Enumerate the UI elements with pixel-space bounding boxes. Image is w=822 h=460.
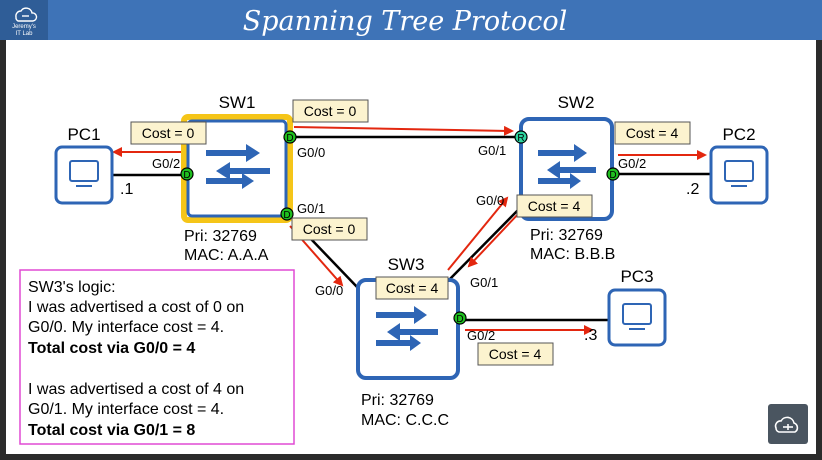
sw1-mac: MAC: A.A.A bbox=[184, 247, 269, 264]
svg-text:Cost = 4: Cost = 4 bbox=[626, 125, 679, 141]
svg-text:D: D bbox=[456, 314, 463, 325]
sw3-priority: Pri: 32769 bbox=[361, 392, 434, 409]
monitor-icon bbox=[69, 160, 99, 187]
port-dot-sw3-g0-2: D bbox=[453, 311, 467, 325]
svg-text:Cost = 4: Cost = 4 bbox=[528, 198, 581, 214]
logic-line2: G0/0. My interface cost = 4. bbox=[28, 319, 224, 336]
page-title: Spanning Tree Protocol bbox=[243, 6, 567, 37]
monitor-icon bbox=[622, 303, 652, 330]
cost-label-sw1-pc1: Cost = 0 bbox=[130, 121, 207, 145]
port-label: G0/1 bbox=[478, 143, 506, 158]
port-dot-sw2-g0-1: R bbox=[514, 130, 528, 144]
switch-sw3[interactable] bbox=[356, 278, 460, 380]
svg-text:R: R bbox=[517, 133, 524, 144]
sw1-name: SW1 bbox=[219, 93, 256, 112]
svg-text:Cost = 4: Cost = 4 bbox=[386, 280, 439, 296]
monitor-icon bbox=[724, 160, 754, 187]
logic-total1: Total cost via G0/0 = 4 bbox=[28, 340, 195, 357]
pc1-address: .1 bbox=[120, 181, 133, 198]
port-label: G0/2 bbox=[618, 156, 646, 171]
arrow-sw1-sw2 bbox=[293, 125, 514, 136]
cost-label-sw2-sw3: Cost = 4 bbox=[516, 194, 593, 218]
port-label: G0/2 bbox=[152, 156, 180, 171]
corner-logo bbox=[768, 404, 808, 444]
cost-labels: Cost = 0 Cost = 0 Cost = 0 Cost = 4 Cost… bbox=[130, 99, 691, 366]
title-bar bbox=[0, 0, 822, 40]
arrow-sw2-sw3 bbox=[467, 211, 521, 268]
port-label: G0/0 bbox=[476, 193, 504, 208]
logic-line1: I was advertised a cost of 0 on bbox=[28, 299, 244, 316]
sw3-name: SW3 bbox=[388, 255, 425, 274]
pc3[interactable] bbox=[607, 288, 667, 347]
switch-arrows-icon bbox=[206, 144, 270, 189]
cloud-network-icon bbox=[774, 416, 799, 433]
cost-label-sw1-sw2: Cost = 0 bbox=[292, 99, 369, 123]
links bbox=[105, 135, 711, 322]
port-label: G0/2 bbox=[467, 328, 495, 343]
svg-text:Cost = 0: Cost = 0 bbox=[303, 221, 356, 237]
port-label: G0/1 bbox=[470, 275, 498, 290]
arrow-sw3-sw2 bbox=[447, 196, 509, 271]
port-label: G0/0 bbox=[315, 283, 343, 298]
link-sw2-sw3 bbox=[446, 204, 524, 283]
logo-line2: IT Lab bbox=[16, 31, 34, 37]
svg-text:D: D bbox=[286, 133, 293, 144]
cost-label-sw3-pc3: Cost = 4 bbox=[477, 342, 554, 366]
pc2-name: PC2 bbox=[722, 125, 755, 144]
cost-label-sw3-g0-1: Cost = 4 bbox=[375, 276, 449, 300]
sw2-name: SW2 bbox=[558, 93, 595, 112]
port-labels: G0/2 G0/0 G0/1 G0/1 G0/2 G0/0 G0/0 G0/1 … bbox=[152, 143, 646, 343]
port-label: G0/1 bbox=[297, 201, 325, 216]
logic-line4: G0/1. My interface cost = 4. bbox=[28, 401, 224, 418]
pc3-name: PC3 bbox=[620, 267, 653, 286]
port-roles: D D D R D D bbox=[180, 130, 620, 325]
sw3-mac: MAC: C.C.C bbox=[361, 412, 449, 429]
pc3-address: .3 bbox=[584, 327, 597, 344]
svg-text:Cost = 0: Cost = 0 bbox=[142, 125, 195, 141]
logic-total2: Total cost via G0/1 = 8 bbox=[28, 422, 195, 439]
cost-label-sw2-pc2: Cost = 4 bbox=[614, 121, 691, 145]
svg-text:Cost = 4: Cost = 4 bbox=[489, 346, 542, 362]
logic-heading: SW3's logic: bbox=[28, 279, 116, 296]
logo-line1: Jeremy's bbox=[12, 24, 36, 30]
port-dot-sw1-g0-0: D bbox=[283, 130, 297, 144]
switch-arrows-icon bbox=[538, 144, 596, 189]
svg-text:D: D bbox=[609, 170, 616, 181]
logo-box bbox=[0, 0, 48, 40]
sw2-priority: Pri: 32769 bbox=[530, 227, 603, 244]
svg-text:D: D bbox=[283, 210, 290, 221]
switch-arrows-icon bbox=[376, 306, 438, 351]
pc1[interactable] bbox=[54, 145, 114, 205]
port-dot-sw2-g0-2: D bbox=[606, 167, 620, 181]
pc2[interactable] bbox=[709, 145, 769, 205]
svg-text:D: D bbox=[183, 170, 190, 181]
pc1-name: PC1 bbox=[67, 125, 100, 144]
sw2-mac: MAC: B.B.B bbox=[530, 246, 615, 263]
pc2-address: .2 bbox=[686, 181, 699, 198]
port-dot-sw1-g0-1: D bbox=[280, 207, 294, 221]
logo-cloud-icon bbox=[15, 7, 38, 22]
cost-label-sw1-sw3: Cost = 0 bbox=[291, 217, 368, 241]
logic-line3: I was advertised a cost of 4 on bbox=[28, 381, 244, 398]
sw1-priority: Pri: 32769 bbox=[184, 228, 257, 245]
port-label: G0/0 bbox=[297, 145, 325, 160]
port-dot-sw1-g0-2: D bbox=[180, 167, 194, 181]
svg-text:Cost = 0: Cost = 0 bbox=[304, 103, 357, 119]
sw3-logic-box: SW3's logic: I was advertised a cost of … bbox=[19, 269, 295, 445]
